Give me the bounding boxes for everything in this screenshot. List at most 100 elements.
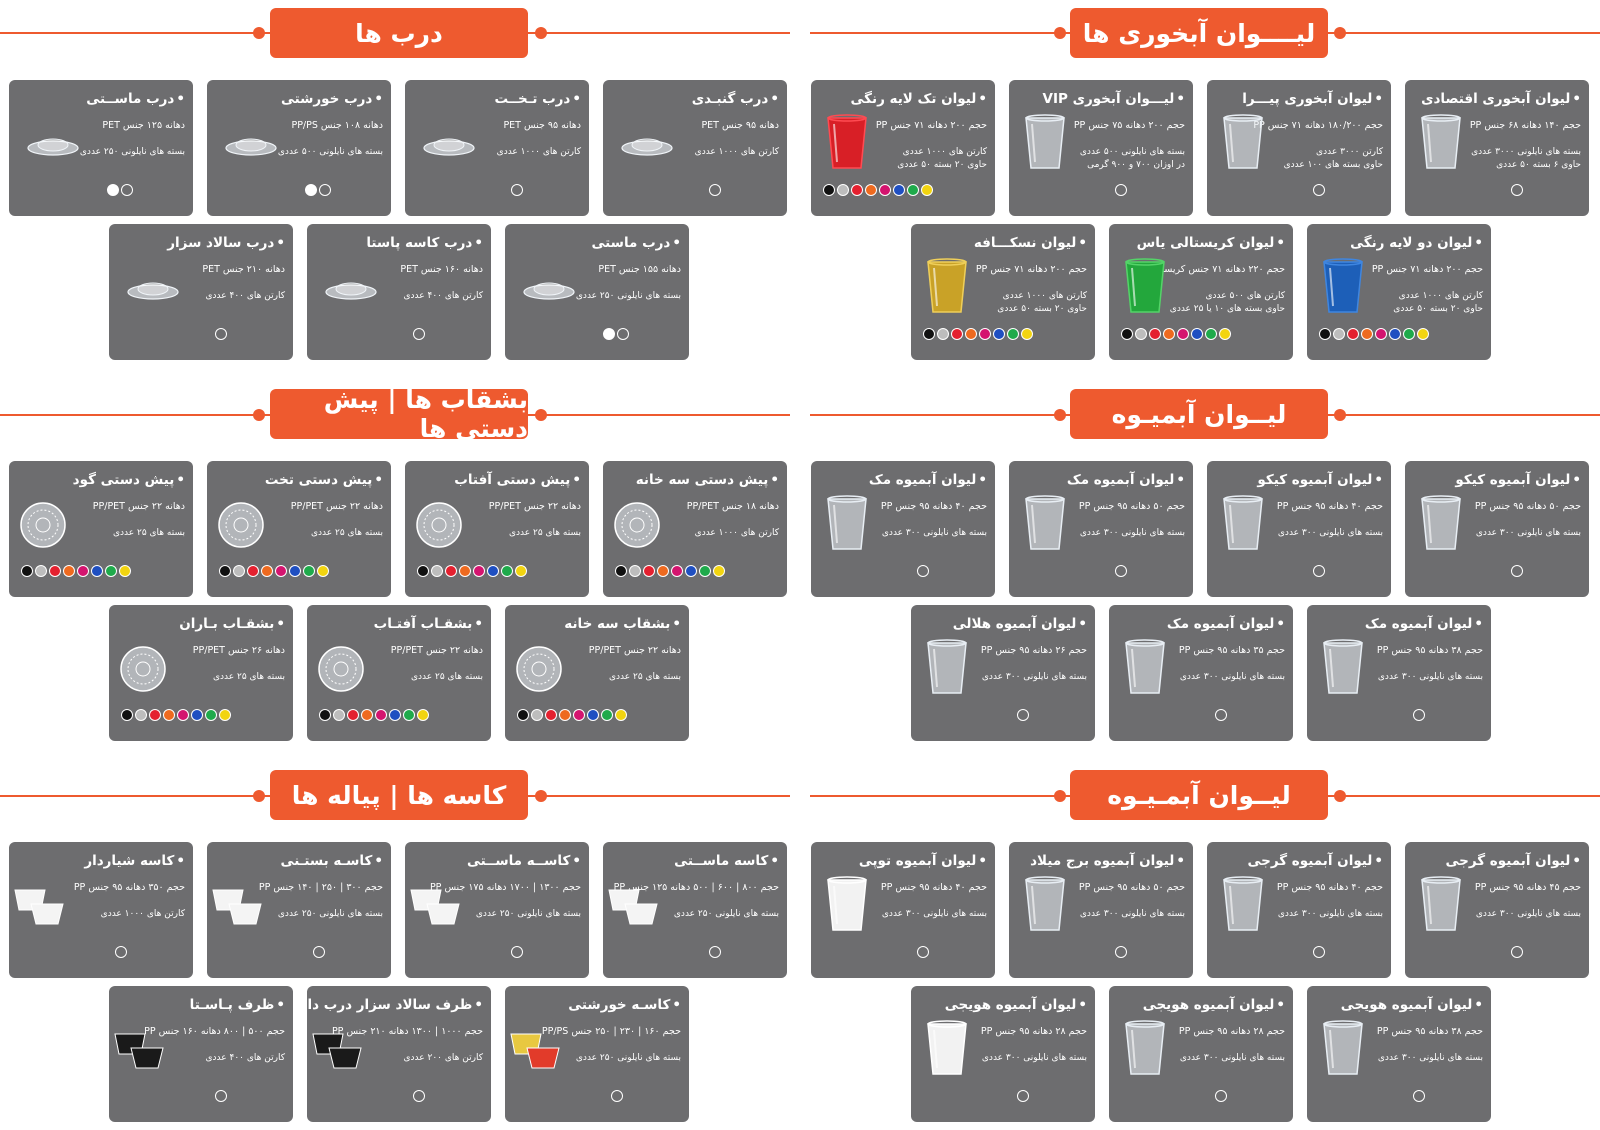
divider-dot — [1334, 790, 1346, 802]
color-options — [709, 946, 721, 958]
color-swatch — [219, 709, 231, 721]
lid-icon — [127, 278, 179, 300]
product-packaging: بسته های نایلونی ۳۰۰ عددی — [1377, 672, 1483, 682]
bowl-icon — [510, 1020, 563, 1076]
divider-dot — [1334, 27, 1346, 39]
product-spec: حجم ۳۸ دهانه ۹۵ جنس PP — [1376, 645, 1483, 656]
color-options — [709, 184, 721, 196]
product-title: لیوان آبخوری اقتصادی — [1421, 91, 1581, 107]
color-swatch — [333, 709, 345, 721]
color-swatch — [501, 565, 513, 577]
color-swatch — [347, 709, 359, 721]
color-options — [417, 565, 527, 577]
product-packaging: بسته های نایلونی ۳۰۰ عددی — [1079, 909, 1185, 919]
section-title-juice-cups-2: لیــوان آبمـیـوه — [1070, 770, 1328, 820]
color-swatch — [1215, 1090, 1227, 1102]
color-options — [1017, 1090, 1029, 1102]
product-packaging: بسته های نایلونی ۳۰۰ عددی — [1179, 672, 1285, 682]
color-swatch — [1375, 328, 1387, 340]
product-title: لیوان آبمیوه هویجی — [1143, 997, 1285, 1013]
color-swatch — [511, 184, 523, 196]
color-swatch — [289, 565, 301, 577]
color-options — [1313, 565, 1325, 577]
product-spec: حجم ۲۰۰ دهانه ۷۱ جنس PP — [1371, 264, 1483, 275]
divider-dot — [535, 27, 547, 39]
color-swatch — [413, 328, 425, 340]
product-packaging: کارتن ۳۰۰۰ عددی حاوی بسته های ۱۰۰ عددی — [1283, 147, 1383, 170]
color-options — [611, 1090, 623, 1102]
color-swatch — [611, 1090, 623, 1102]
color-swatch — [215, 1090, 227, 1102]
plate-icon — [218, 501, 265, 557]
product-packaging: کارتن های ۱۰۰۰ عددی — [100, 909, 185, 919]
product-spec: حجم ۵۰۰ | ۸۰۰ دهانه ۱۶۰ جنس PP — [144, 1026, 285, 1037]
color-swatch — [951, 328, 963, 340]
color-options — [517, 709, 627, 721]
plate-icon — [614, 501, 661, 557]
product-title: لیوان تک لایه رنگی — [851, 91, 988, 107]
product-spec: دهانه ۲۲ جنس PP/PET — [588, 645, 681, 656]
color-options — [1017, 709, 1029, 721]
color-swatch — [431, 565, 443, 577]
color-swatch — [617, 328, 629, 340]
color-swatch — [545, 709, 557, 721]
product-packaging: بسته های ۲۵ عددی — [112, 528, 185, 538]
product-title: لیوان نسکـــافه — [974, 235, 1087, 251]
section-title-lids: درب ها — [270, 8, 528, 58]
color-swatch — [413, 1090, 425, 1102]
lid-icon — [423, 134, 475, 156]
product-packaging: بسته های نایلونی ۳۰۰ عددی — [981, 672, 1087, 682]
color-swatch — [1115, 184, 1127, 196]
product-spec: حجم ۱۸۰/۲۰۰ دهانه ۷۱ جنس PP — [1253, 120, 1383, 131]
color-options — [615, 565, 725, 577]
product-title: کاسـه خورشتی — [568, 997, 681, 1013]
product-packaging: بسته های نایلونی ۳۰۰ عددی — [1277, 528, 1383, 538]
divider-dot — [253, 27, 265, 39]
cup-icon — [1419, 114, 1463, 170]
color-swatch — [1319, 328, 1331, 340]
color-swatch — [865, 184, 877, 196]
section-title-bowls: کاسه ها | پیاله ها — [270, 770, 528, 820]
cup-icon — [925, 258, 969, 314]
product-packaging: کارتن های ۱۰۰۰ عددی — [496, 147, 581, 157]
product-title: کاسه ماســتی — [674, 853, 779, 869]
cup-icon — [1023, 876, 1067, 932]
color-swatch — [1191, 328, 1203, 340]
bowl-icon — [312, 1020, 365, 1076]
product-card: لیوان آبمیوه مک حجم ۳۸ دهانه ۹۵ جنس PP بست… — [1307, 605, 1491, 741]
color-swatch — [1417, 328, 1429, 340]
color-swatch — [1313, 184, 1325, 196]
color-options — [1115, 565, 1127, 577]
product-spec: حجم ۸۰۰ | ۶۰۰ | ۵۰۰ دهانه ۱۲۵ جنس PP — [613, 882, 779, 893]
product-packaging: کارتن های ۲۰۰ عددی — [403, 1053, 483, 1063]
product-packaging: بسته های ۲۵ عددی — [608, 672, 681, 682]
color-swatch — [511, 946, 523, 958]
color-swatch — [517, 709, 529, 721]
product-title: لیوان آبمیوه گرجی — [1247, 853, 1383, 869]
color-swatch — [615, 565, 627, 577]
color-swatch — [1413, 1090, 1425, 1102]
product-spec: حجم ۳۵ دهانه ۹۵ جنس PP — [1178, 645, 1285, 656]
product-spec: دهانه ۱۶۰ جنس PET — [400, 264, 483, 275]
product-title: لیوان آبمیوه مک — [1365, 616, 1483, 632]
color-swatch — [979, 328, 991, 340]
plate-icon — [318, 645, 365, 701]
product-title: درب تـخــت — [494, 91, 581, 107]
cup-icon — [1419, 495, 1463, 551]
color-swatch — [1163, 328, 1175, 340]
product-packaging: بسته های نایلونی ۲۵۰ عددی — [79, 147, 185, 157]
product-title: درب ماســتی — [86, 91, 185, 107]
plate-icon — [20, 501, 67, 557]
